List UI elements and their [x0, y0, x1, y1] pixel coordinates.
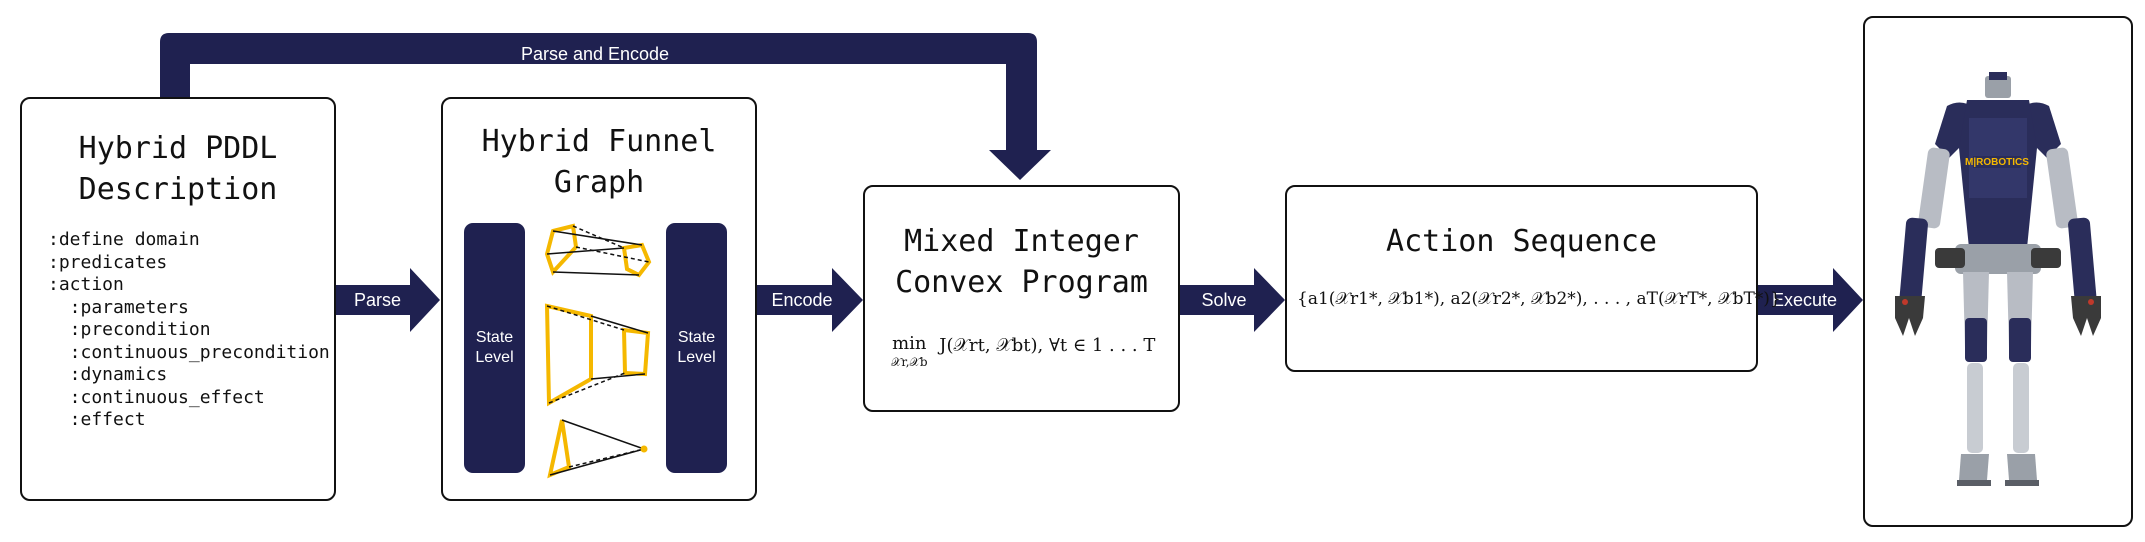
parse-encode-label: Parse and Encode: [520, 44, 670, 64]
funnel-top: [544, 223, 652, 278]
robot-image-box: M|ROBOTICS: [1863, 16, 2133, 527]
action-sequence-box: Action Sequence {a1(𝒳r1*, 𝒳b1*), a2(𝒳r2*…: [1285, 185, 1781, 372]
micp-box-title: Mixed Integer Convex Program: [895, 224, 1148, 300]
micp-min-operator: min: [892, 333, 927, 354]
state-level-right-label: State Level: [677, 329, 716, 366]
pddl-line: :continuous_effect: [48, 386, 265, 408]
humanoid-robot-image: M|ROBOTICS: [1895, 72, 2101, 486]
execute-arrow-label: Execute: [1771, 290, 1838, 310]
state-level-right: State Level: [666, 223, 727, 473]
funnel-bottom: [547, 419, 648, 479]
execute-arrow: [1757, 268, 1863, 332]
pddl-description-box: Hybrid PDDL Description :define domain :…: [20, 97, 336, 501]
encode-arrow: [757, 268, 863, 332]
micp-objective-body: J(𝒳rt, 𝒳bt), ∀t ∈ 1 . . . T: [939, 335, 1156, 356]
pddl-line: :parameters: [48, 296, 189, 318]
pddl-line: :define domain: [48, 229, 200, 250]
parse-encode-connector: [160, 33, 1051, 180]
parse-arrow: [335, 268, 440, 332]
pddl-line: :dynamics: [48, 364, 168, 385]
funnel-graph-box: Hybrid Funnel Graph State Level State Le…: [441, 97, 757, 501]
micp-min-subscript: 𝒳r,𝒳b: [891, 355, 928, 369]
pddl-code-listing: :define domain :predicates :action :para…: [48, 229, 330, 432]
pddl-line: :precondition: [48, 319, 211, 340]
pddl-line: :action: [48, 274, 124, 295]
solve-arrow: [1180, 268, 1285, 332]
state-level-left: State Level: [464, 223, 525, 473]
pddl-line: :effect: [48, 409, 146, 430]
action-box-title: Action Sequence: [1386, 224, 1657, 259]
robot-chest-logo: M|ROBOTICS: [1965, 157, 2029, 168]
funnel-middle: [544, 303, 651, 407]
encode-arrow-label: Encode: [771, 290, 833, 310]
action-sequence-formula: {a1(𝒳r1*, 𝒳b1*), a2(𝒳r2*, 𝒳b2*), . . . ,…: [1297, 289, 1781, 309]
solve-arrow-label: Solve: [1201, 290, 1247, 310]
funnel-illustrations: [544, 223, 652, 479]
pddl-line: :predicates: [48, 251, 168, 273]
pddl-line: :continuous_precondition: [48, 341, 330, 363]
pddl-box-title: Hybrid PDDL Description: [78, 131, 278, 207]
micp-objective: min 𝒳r,𝒳b J(𝒳rt, 𝒳bt), ∀t ∈ 1 . . . T: [891, 335, 1155, 371]
funnel-box-title: Hybrid Funnel Graph: [481, 124, 717, 200]
micp-box: Mixed Integer Convex Program min 𝒳r,𝒳b J…: [863, 185, 1180, 412]
parse-arrow-label: Parse: [353, 290, 402, 310]
state-level-left-label: State Level: [475, 329, 514, 366]
